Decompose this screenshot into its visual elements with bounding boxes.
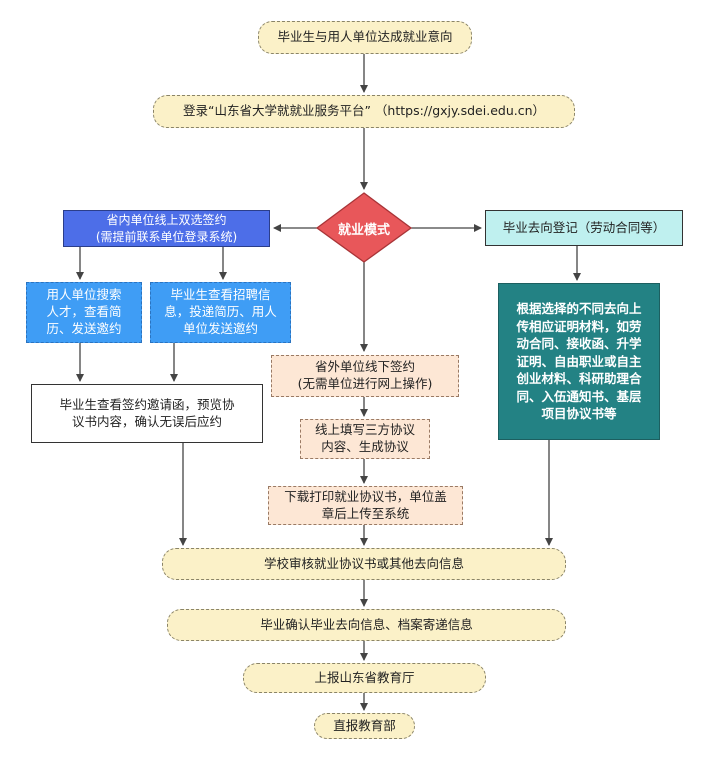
node-out-province: 省外单位线下签约 (无需单位进行网上操作): [271, 355, 459, 397]
node-confirm: 毕业确认毕业去向信息、档案寄递信息: [167, 609, 566, 641]
node-in-province: 省内单位线上双选签约 (需提前联系单位登录系统): [63, 210, 270, 247]
node-report-province: 上报山东省教育厅: [243, 663, 486, 693]
node-fill-tripartite: 线上填写三方协议 内容、生成协议: [300, 419, 430, 459]
node-destination: 毕业去向登记（劳动合同等）: [485, 210, 683, 246]
node-start: 毕业生与用人单位达成就业意向: [258, 21, 472, 54]
node-download-print: 下载打印就业协议书，单位盖 章后上传至系统: [268, 486, 463, 525]
node-grad-view: 毕业生查看招聘信 息，投递简历、用人 单位发送邀约: [150, 282, 291, 343]
node-school-review: 学校审核就业协议书或其他去向信息: [162, 548, 566, 580]
decision-label: 就业模式: [337, 222, 390, 238]
node-upload-proof: 根据选择的不同去向上 传相应证明材料，如劳 动合同、接收函、升学 证明、自由职业…: [498, 283, 660, 440]
node-grad-accept: 毕业生查看签约邀请函，预览协 议书内容，确认无误后应约: [31, 384, 263, 443]
decision-diamond: [315, 192, 413, 263]
node-login: 登录“山东省大学就就业服务平台” （https://gxjy.sdei.edu.…: [153, 95, 575, 128]
node-employer-search: 用人单位搜索 人才，查看简 历、发送邀约: [26, 282, 142, 343]
node-report-ministry: 直报教育部: [314, 713, 415, 739]
